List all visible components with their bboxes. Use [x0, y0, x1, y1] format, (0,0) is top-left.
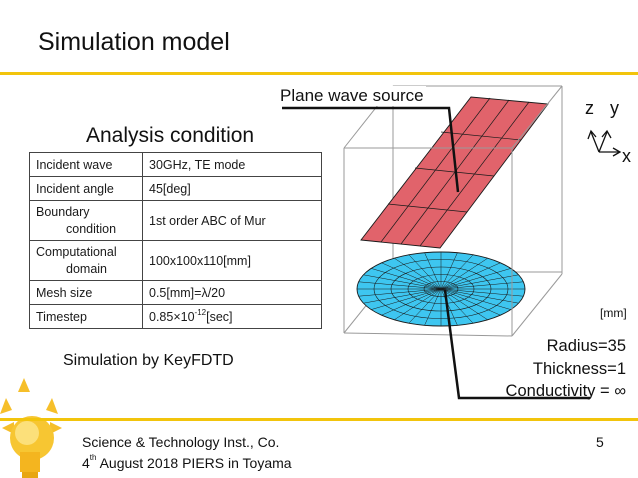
unit-label: [mm] — [600, 306, 627, 320]
box-edge — [511, 273, 563, 337]
date-suffix: th — [89, 453, 97, 462]
sun-logo-icon — [0, 378, 62, 478]
disk-spoke — [381, 262, 442, 290]
footer-institute: Science & Technology Inst., Co. — [82, 434, 280, 450]
z-axis-label: z — [585, 98, 594, 118]
table-key: Incident wave — [29, 152, 143, 177]
conductivity-text: Conductivity = ∞ — [505, 382, 626, 400]
axes-triad — [587, 129, 622, 157]
table-value: 0.85×10-12[sec] — [142, 304, 322, 329]
table-value: 1st order ABC of Mur — [142, 200, 322, 241]
timestep-exponent: -12 — [194, 307, 207, 317]
slide-title: Simulation model — [38, 28, 230, 56]
date-rest: August 2018 PIERS in Toyama — [96, 455, 292, 471]
disk-spoke — [440, 268, 511, 290]
timestep-base: 0.85×10 — [149, 309, 195, 324]
table-key-line: Boundary — [36, 204, 90, 219]
plane-wave-source — [360, 96, 549, 249]
disk-spoke — [440, 281, 524, 290]
plane-callout-line — [282, 106, 460, 193]
disk-spoke — [363, 274, 442, 290]
disk-properties: Radius=35 Thickness=1 Conductivity = ∞ — [506, 335, 626, 403]
disk-spoke — [440, 288, 524, 297]
plane-wave-source-label: Plane wave source — [278, 86, 426, 106]
y-axis-label: y — [610, 98, 619, 118]
table-key: Timestep — [29, 304, 143, 329]
disk-spoke — [440, 288, 511, 310]
table-row: Boundary condition 1st order ABC of Mur — [29, 200, 322, 241]
disk-spoke — [440, 252, 458, 290]
table-key-line: Computational — [36, 244, 117, 259]
table-key-line: condition — [66, 221, 117, 236]
table-key: Mesh size — [29, 280, 143, 305]
disk-spoke — [358, 288, 442, 297]
disk-spoke — [440, 254, 474, 290]
box-edge — [343, 332, 513, 337]
disk-spoke — [424, 252, 442, 290]
disk-spoke — [440, 288, 488, 321]
table-value: 45[deg] — [142, 176, 322, 201]
date-day: 4 — [82, 455, 90, 471]
table-key: Boundary condition — [29, 200, 143, 241]
table-key: Computational domain — [29, 240, 143, 281]
table-value: 30GHz, TE mode — [142, 152, 322, 177]
disk-spoke — [371, 268, 442, 290]
disk-spokes — [357, 252, 525, 326]
bottom-divider — [0, 418, 638, 421]
footer-date: 4th August 2018 PIERS in Toyama — [82, 453, 292, 471]
disk-spoke — [440, 257, 488, 290]
disk-spoke — [440, 274, 519, 290]
disk-spoke — [440, 288, 501, 316]
table-row: Mesh size 0.5[mm]=λ/20 — [29, 280, 322, 305]
disk-spoke — [358, 281, 442, 290]
box-edge — [511, 85, 563, 149]
disk-spoke — [381, 288, 442, 316]
table-row: Incident angle 45[deg] — [29, 176, 322, 201]
disk-spoke — [440, 288, 519, 304]
radius-text: Radius=35 — [546, 337, 626, 355]
table-row: Incident wave 30GHz, TE mode — [29, 152, 322, 177]
disk-spoke — [408, 288, 442, 324]
disk-spoke — [408, 254, 442, 290]
disk-spoke — [424, 288, 442, 326]
disk-spoke — [363, 288, 442, 304]
thickness-text: Thickness=1 — [532, 359, 626, 378]
timestep-unit: [sec] — [206, 309, 233, 324]
x-axis-label: x — [622, 146, 631, 166]
disk-spoke — [371, 288, 442, 310]
disk-spoke — [394, 288, 442, 321]
page-number: 5 — [596, 434, 604, 450]
disk-callout-line — [443, 289, 590, 400]
table-key-line: domain — [66, 261, 107, 276]
disk-spoke — [394, 257, 442, 290]
disk-spoke — [440, 288, 458, 326]
simulator-note: Simulation by KeyFDTD — [63, 352, 234, 369]
analysis-condition-heading: Analysis condition — [86, 124, 255, 147]
table-row: Timestep 0.85×10-12[sec] — [29, 304, 322, 329]
table-value: 100x100x110[mm] — [142, 240, 322, 281]
conducting-disk — [356, 251, 526, 327]
analysis-condition-table: Incident wave 30GHz, TE mode Incident an… — [29, 152, 322, 329]
table-row: Computational domain 100x100x110[mm] — [29, 240, 322, 281]
top-divider — [0, 72, 638, 75]
disk-spoke — [440, 262, 501, 290]
